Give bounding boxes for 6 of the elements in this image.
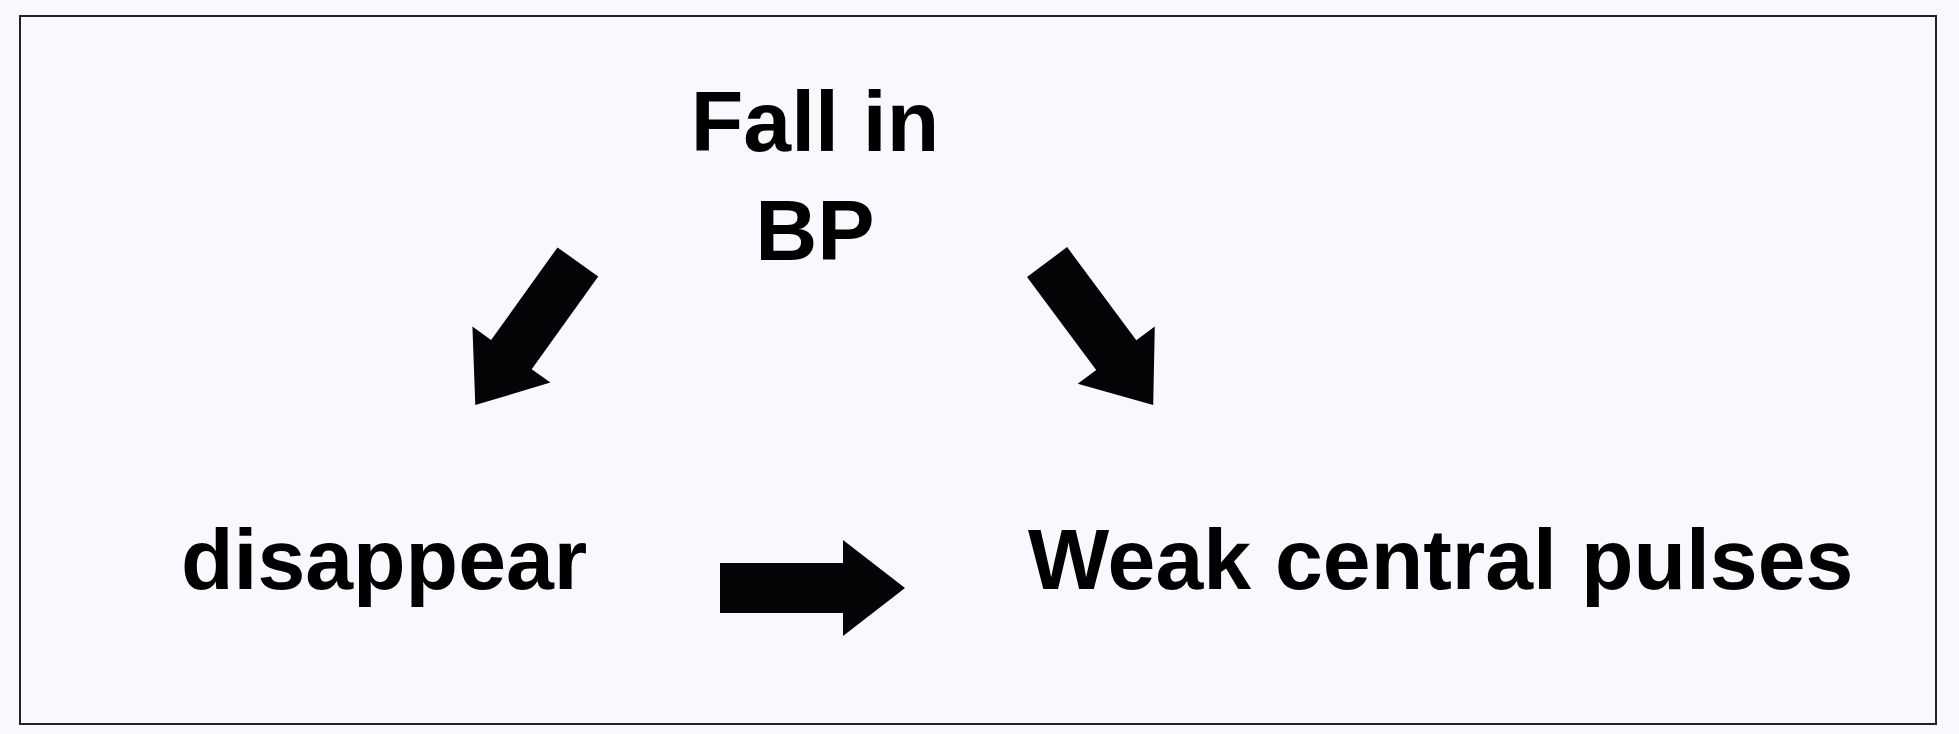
block-arrow <box>1027 247 1155 405</box>
node-label: Weak central pulses <box>1028 510 1854 609</box>
node-label: disappear <box>181 510 588 609</box>
node-label: Fall in BP <box>689 72 941 280</box>
block-arrow <box>720 540 905 636</box>
block-arrow <box>472 247 599 405</box>
